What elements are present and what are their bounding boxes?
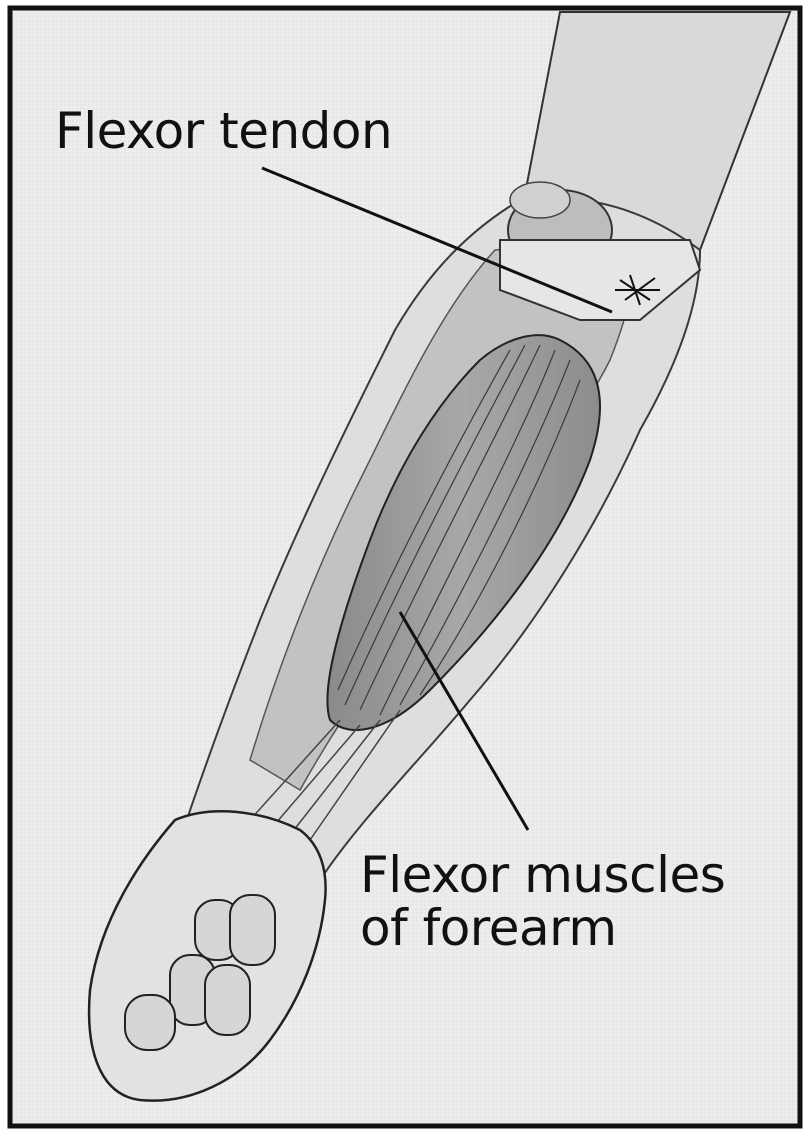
label-flexor-tendon: Flexor tendon: [55, 102, 392, 160]
label-flexor-muscles-line1: Flexor muscles: [360, 846, 725, 904]
label-flexor-muscles-line2: of forearm: [360, 899, 617, 957]
